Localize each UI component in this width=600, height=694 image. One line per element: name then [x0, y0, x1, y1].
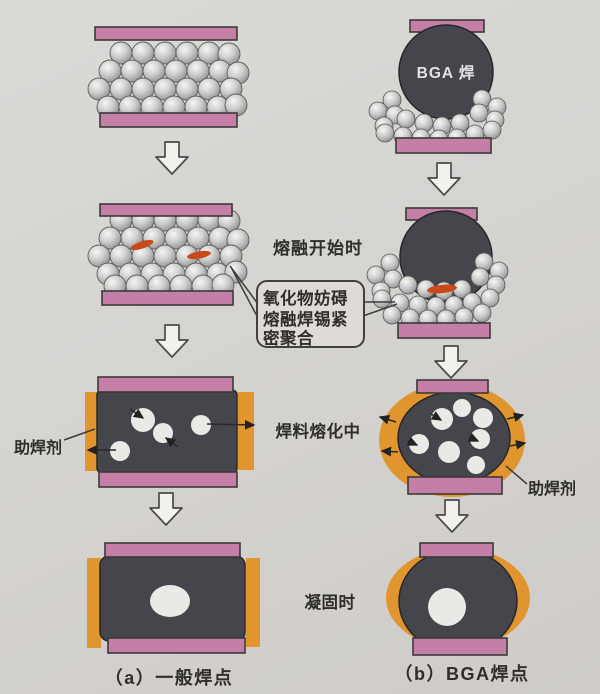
flux-label-right: 助焊剂: [528, 479, 576, 498]
step4-right-solidified: [386, 542, 530, 656]
caption-right: （b）BGA焊点: [395, 663, 530, 684]
step3-left-molten: 助焊剂: [14, 376, 256, 488]
copper-pad: [419, 542, 494, 558]
copper-pad: [99, 203, 233, 217]
step4-left-solidified: [87, 542, 260, 654]
down-arrow: [149, 492, 183, 526]
void-arrow: [129, 408, 145, 419]
copper-pad: [407, 476, 503, 495]
flux-strip: [87, 558, 101, 648]
annotations: 熔融开始时 氧化物妨碍 熔融焊锡紧 密聚合 焊料熔化中 凝固时: [229, 238, 398, 612]
step1-right-bga-ball: BGA 焊: [368, 19, 507, 154]
void-arrow: [430, 411, 443, 421]
copper-pad: [107, 637, 246, 654]
oxide-callout-line1: 氧化物妨碍: [262, 288, 348, 308]
oxide-callout-line2: 熔融焊锡紧: [263, 309, 348, 329]
void-arrow: [467, 432, 480, 442]
copper-pad: [397, 322, 491, 339]
copper-pad: [412, 637, 508, 656]
copper-pad: [416, 379, 489, 394]
step1-left-paste: [87, 26, 250, 128]
flux-void: [431, 408, 453, 430]
flux-label-left: 助焊剂: [14, 438, 62, 457]
stage-label-solidified: 凝固时: [305, 593, 356, 612]
callout-leader-right: [362, 303, 398, 317]
void: [428, 588, 466, 626]
flux-void: [110, 441, 130, 461]
column-left: 助焊剂 （a）一般焊点: [14, 26, 260, 688]
copper-pad: [97, 376, 234, 393]
solder-particles: [366, 252, 509, 329]
caption-left: （a）一般焊点: [105, 667, 234, 688]
flux-strip: [238, 392, 254, 470]
copper-pad: [104, 542, 241, 558]
callout-leader-left: [231, 268, 259, 319]
flux-void: [409, 434, 429, 454]
oxide-particle: [187, 250, 211, 260]
void: [150, 585, 190, 617]
copper-pad: [98, 471, 238, 488]
flux-out-arrow: [380, 446, 399, 457]
flux-void: [438, 441, 460, 463]
oxide-particle: [130, 239, 154, 251]
bga-ball-label: BGA 焊: [417, 64, 476, 82]
copper-pad: [94, 26, 238, 41]
callout-leader-left: [229, 265, 259, 305]
flux-label-leader: [505, 465, 528, 485]
step2-right-melting-start: [366, 207, 509, 339]
flux-strip: [246, 558, 260, 647]
flux-void: [453, 399, 471, 417]
step2-left-melting-start: [87, 203, 250, 306]
flux-out-arrow: [206, 419, 256, 430]
copper-pad: [395, 137, 492, 154]
solder-particles: [87, 41, 250, 119]
void-arrow: [164, 437, 179, 448]
down-arrow: [155, 324, 189, 358]
flux-out-arrow: [509, 439, 527, 450]
oxide-particle: [427, 284, 457, 294]
down-arrow: [434, 345, 468, 379]
step3-right-molten: 助焊剂: [378, 379, 576, 498]
down-arrow: [155, 141, 189, 175]
oxide-callout-box: [256, 280, 365, 348]
column-right: BGA 焊: [366, 19, 576, 684]
flux-void: [473, 408, 493, 428]
solder-particles: [87, 208, 250, 298]
flux-void: [467, 456, 485, 474]
down-arrow: [427, 162, 461, 196]
down-arrow: [435, 499, 469, 533]
copper-pad: [101, 290, 234, 306]
flux-void: [191, 415, 211, 435]
flux-label-leader: [63, 428, 96, 441]
flux-out-arrow: [506, 412, 525, 422]
flux-out-arrow: [378, 415, 397, 425]
oxide-callout-line3: 密聚合: [263, 328, 314, 348]
stage-label-melting-start: 熔融开始时: [273, 238, 363, 258]
stage-label-melting: 焊料熔化中: [276, 421, 361, 441]
void-arrow: [406, 436, 419, 446]
copper-pad: [99, 112, 238, 128]
